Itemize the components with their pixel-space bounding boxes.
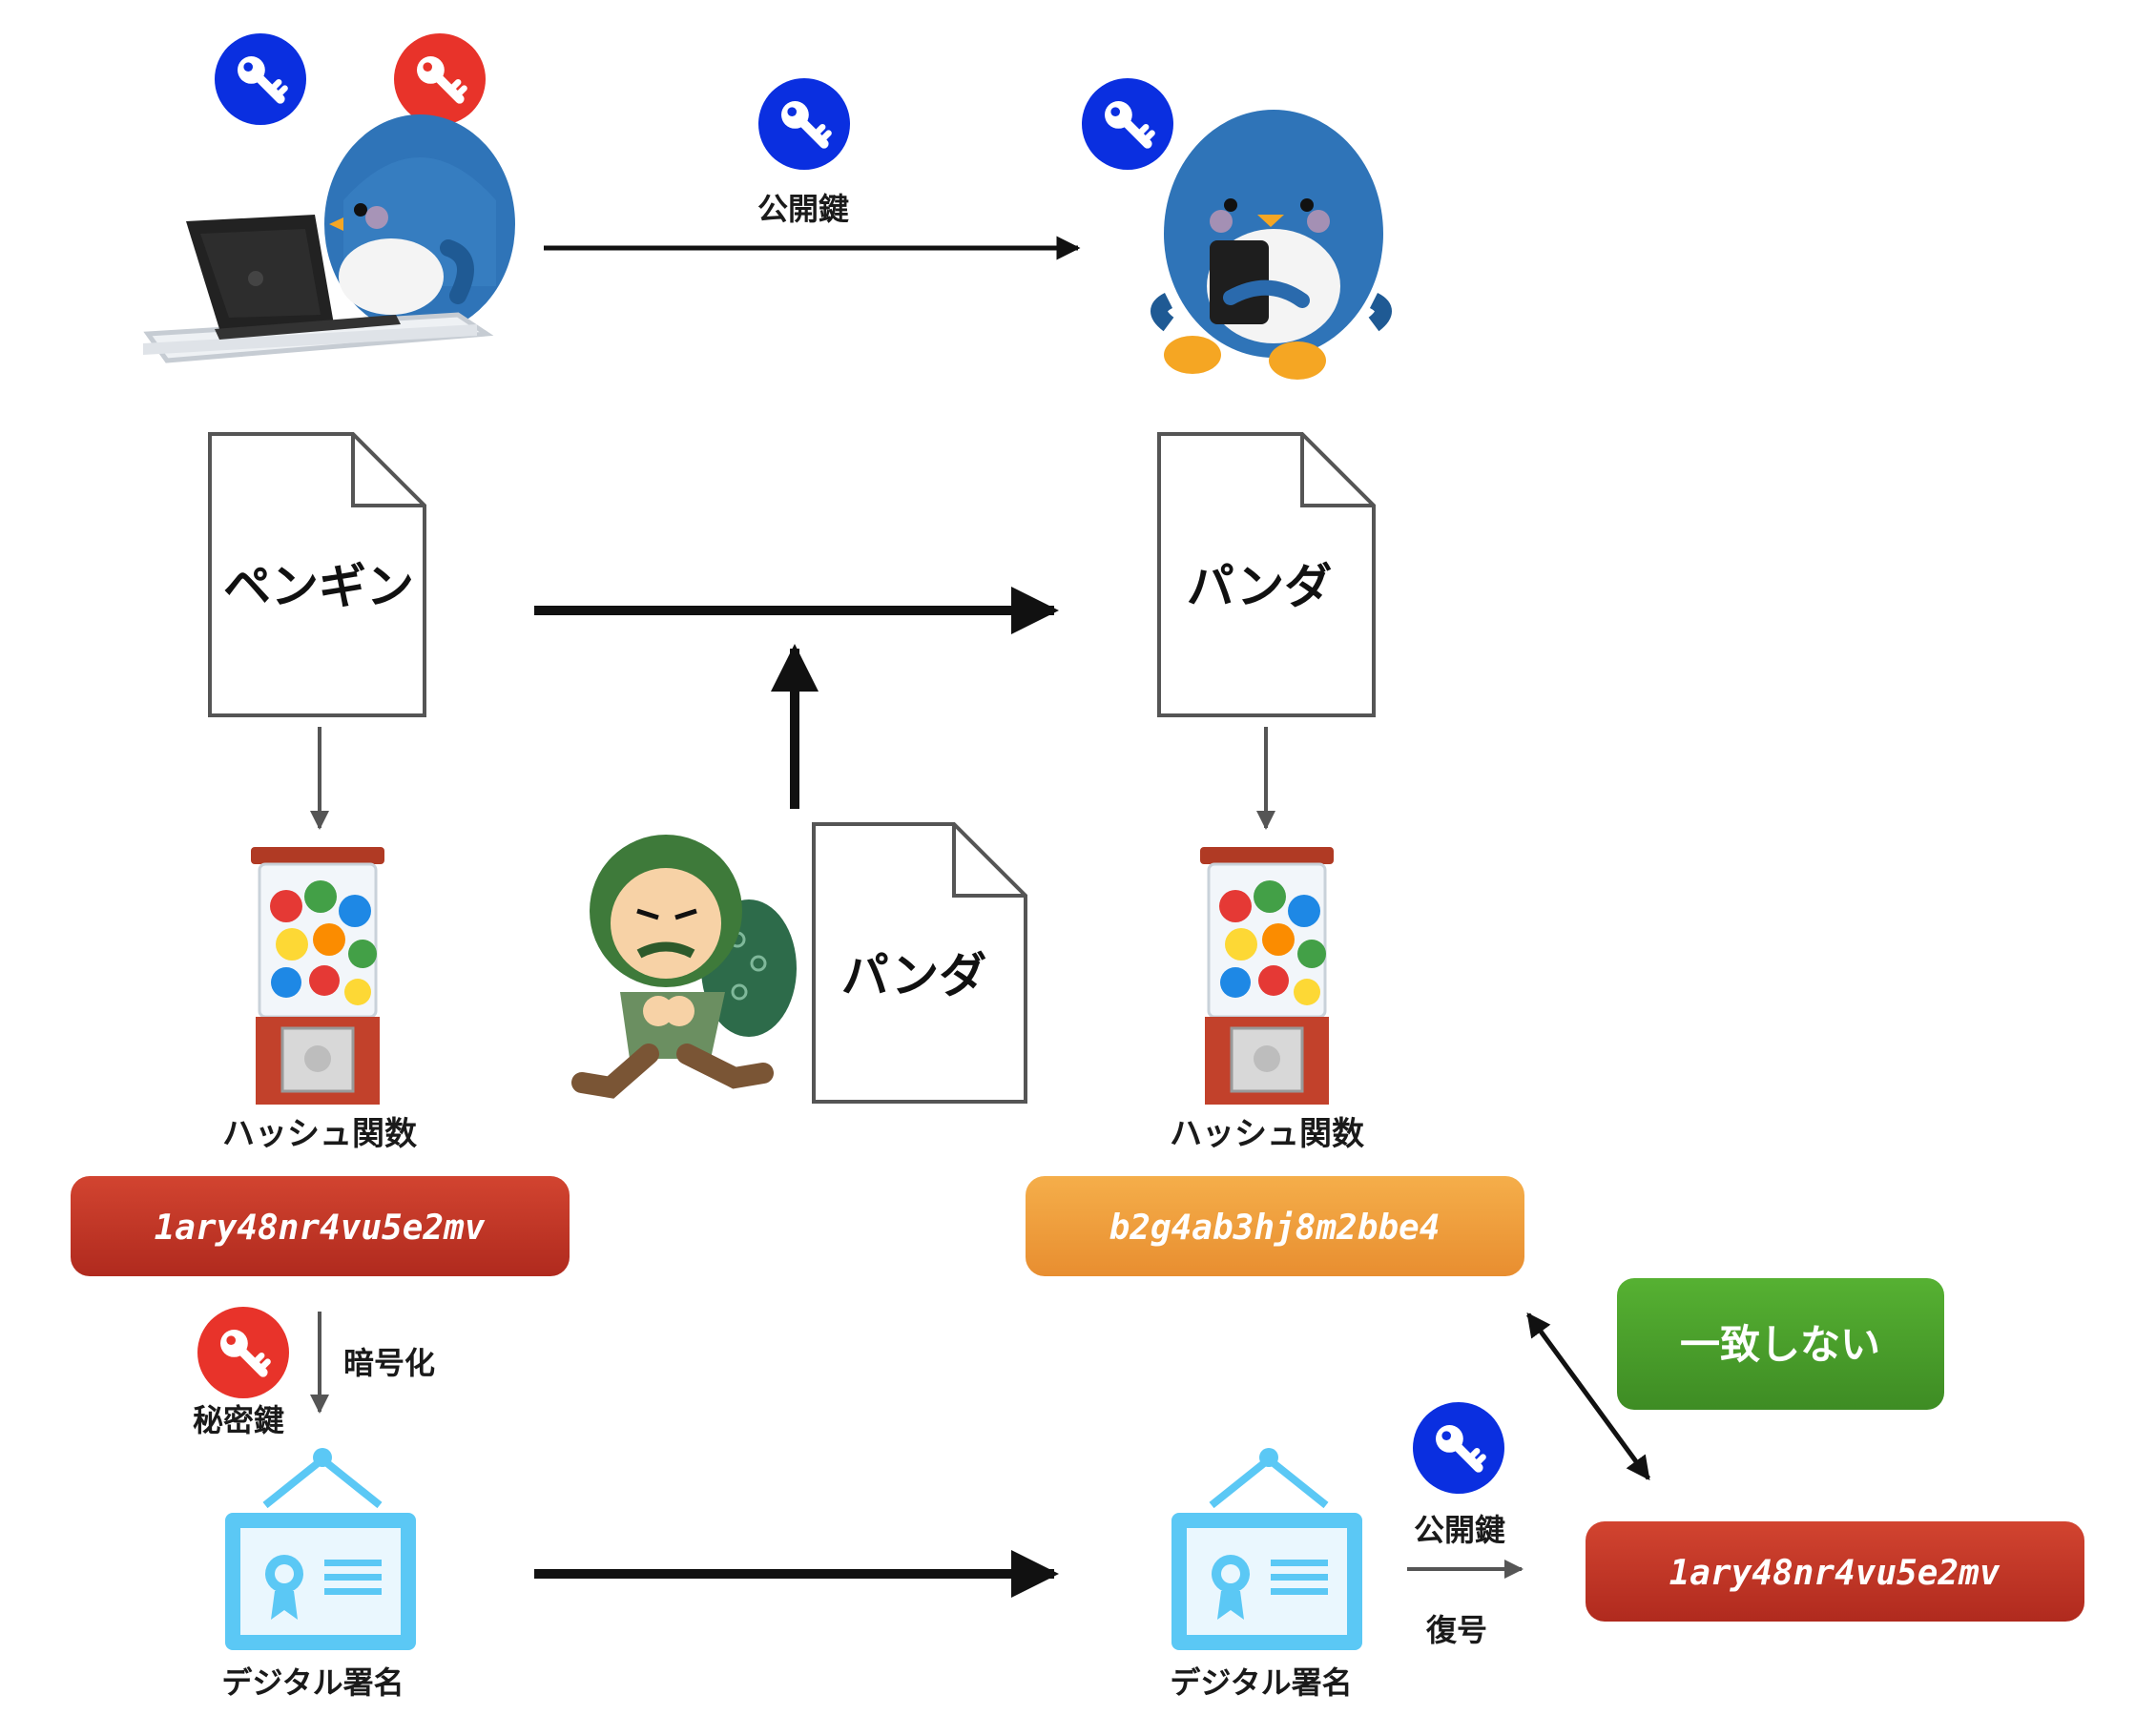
digital-signature-icon-right: [1171, 1448, 1362, 1650]
penguin-with-phone-icon: [1151, 110, 1392, 380]
digital-signature-icon-left: [225, 1448, 416, 1650]
digital-signature-label-left: デジタル署名: [221, 1664, 404, 1701]
receiver-public-key-icon: [1082, 78, 1173, 170]
digital-signature-label-right: デジタル署名: [1170, 1664, 1352, 1701]
public-key-transfer-icon: [758, 78, 850, 170]
original-document-text: ペンギン: [223, 559, 414, 614]
hash-function-icon-right: [1200, 847, 1334, 1105]
mismatch-badge-text: 一致しない: [1680, 1321, 1880, 1368]
decrypt-label: 復号: [1425, 1612, 1487, 1648]
penguin-with-laptop-icon: [143, 114, 515, 363]
private-key-label: 秘密鍵: [193, 1402, 284, 1438]
forged-document-text: パンダ: [841, 948, 987, 1003]
forged-document: パンダ: [812, 822, 1027, 1104]
comparison-arrow: [1525, 1312, 1651, 1481]
received-document-text: パンダ: [1187, 559, 1333, 614]
public-key-icon: [215, 33, 306, 125]
thief-icon: [571, 835, 797, 1099]
private-key-encrypt-icon: [197, 1307, 289, 1398]
hash-function-label-left: ハッシュ関数: [222, 1115, 417, 1153]
hash-value-right: b2g4ab3hj8m2bbe4: [1026, 1176, 1524, 1276]
public-key-label-bottom: 公開鍵: [1414, 1512, 1505, 1548]
mismatch-badge: 一致しない: [1617, 1278, 1944, 1410]
hash-function-label-right: ハッシュ関数: [1170, 1115, 1364, 1153]
public-key-decrypt-icon: [1413, 1402, 1504, 1494]
public-key-label-top: 公開鍵: [757, 191, 849, 227]
original-document: ペンギン: [208, 432, 426, 717]
hash-value-left: 1ary48nr4vu5e2mv: [71, 1176, 570, 1276]
decrypted-hash-value: 1ary48nr4vu5e2mv: [1586, 1521, 2084, 1622]
received-document: パンダ: [1157, 432, 1376, 717]
hash-function-icon-left: [251, 847, 384, 1105]
decrypted-hash-value-text: 1ary48nr4vu5e2mv: [1669, 1554, 2001, 1593]
encrypt-label: 暗号化: [343, 1345, 435, 1381]
private-key-icon: [394, 33, 486, 125]
hash-value-right-text: b2g4ab3hj8m2bbe4: [1109, 1209, 1441, 1248]
hash-value-left-text: 1ary48nr4vu5e2mv: [155, 1209, 486, 1248]
